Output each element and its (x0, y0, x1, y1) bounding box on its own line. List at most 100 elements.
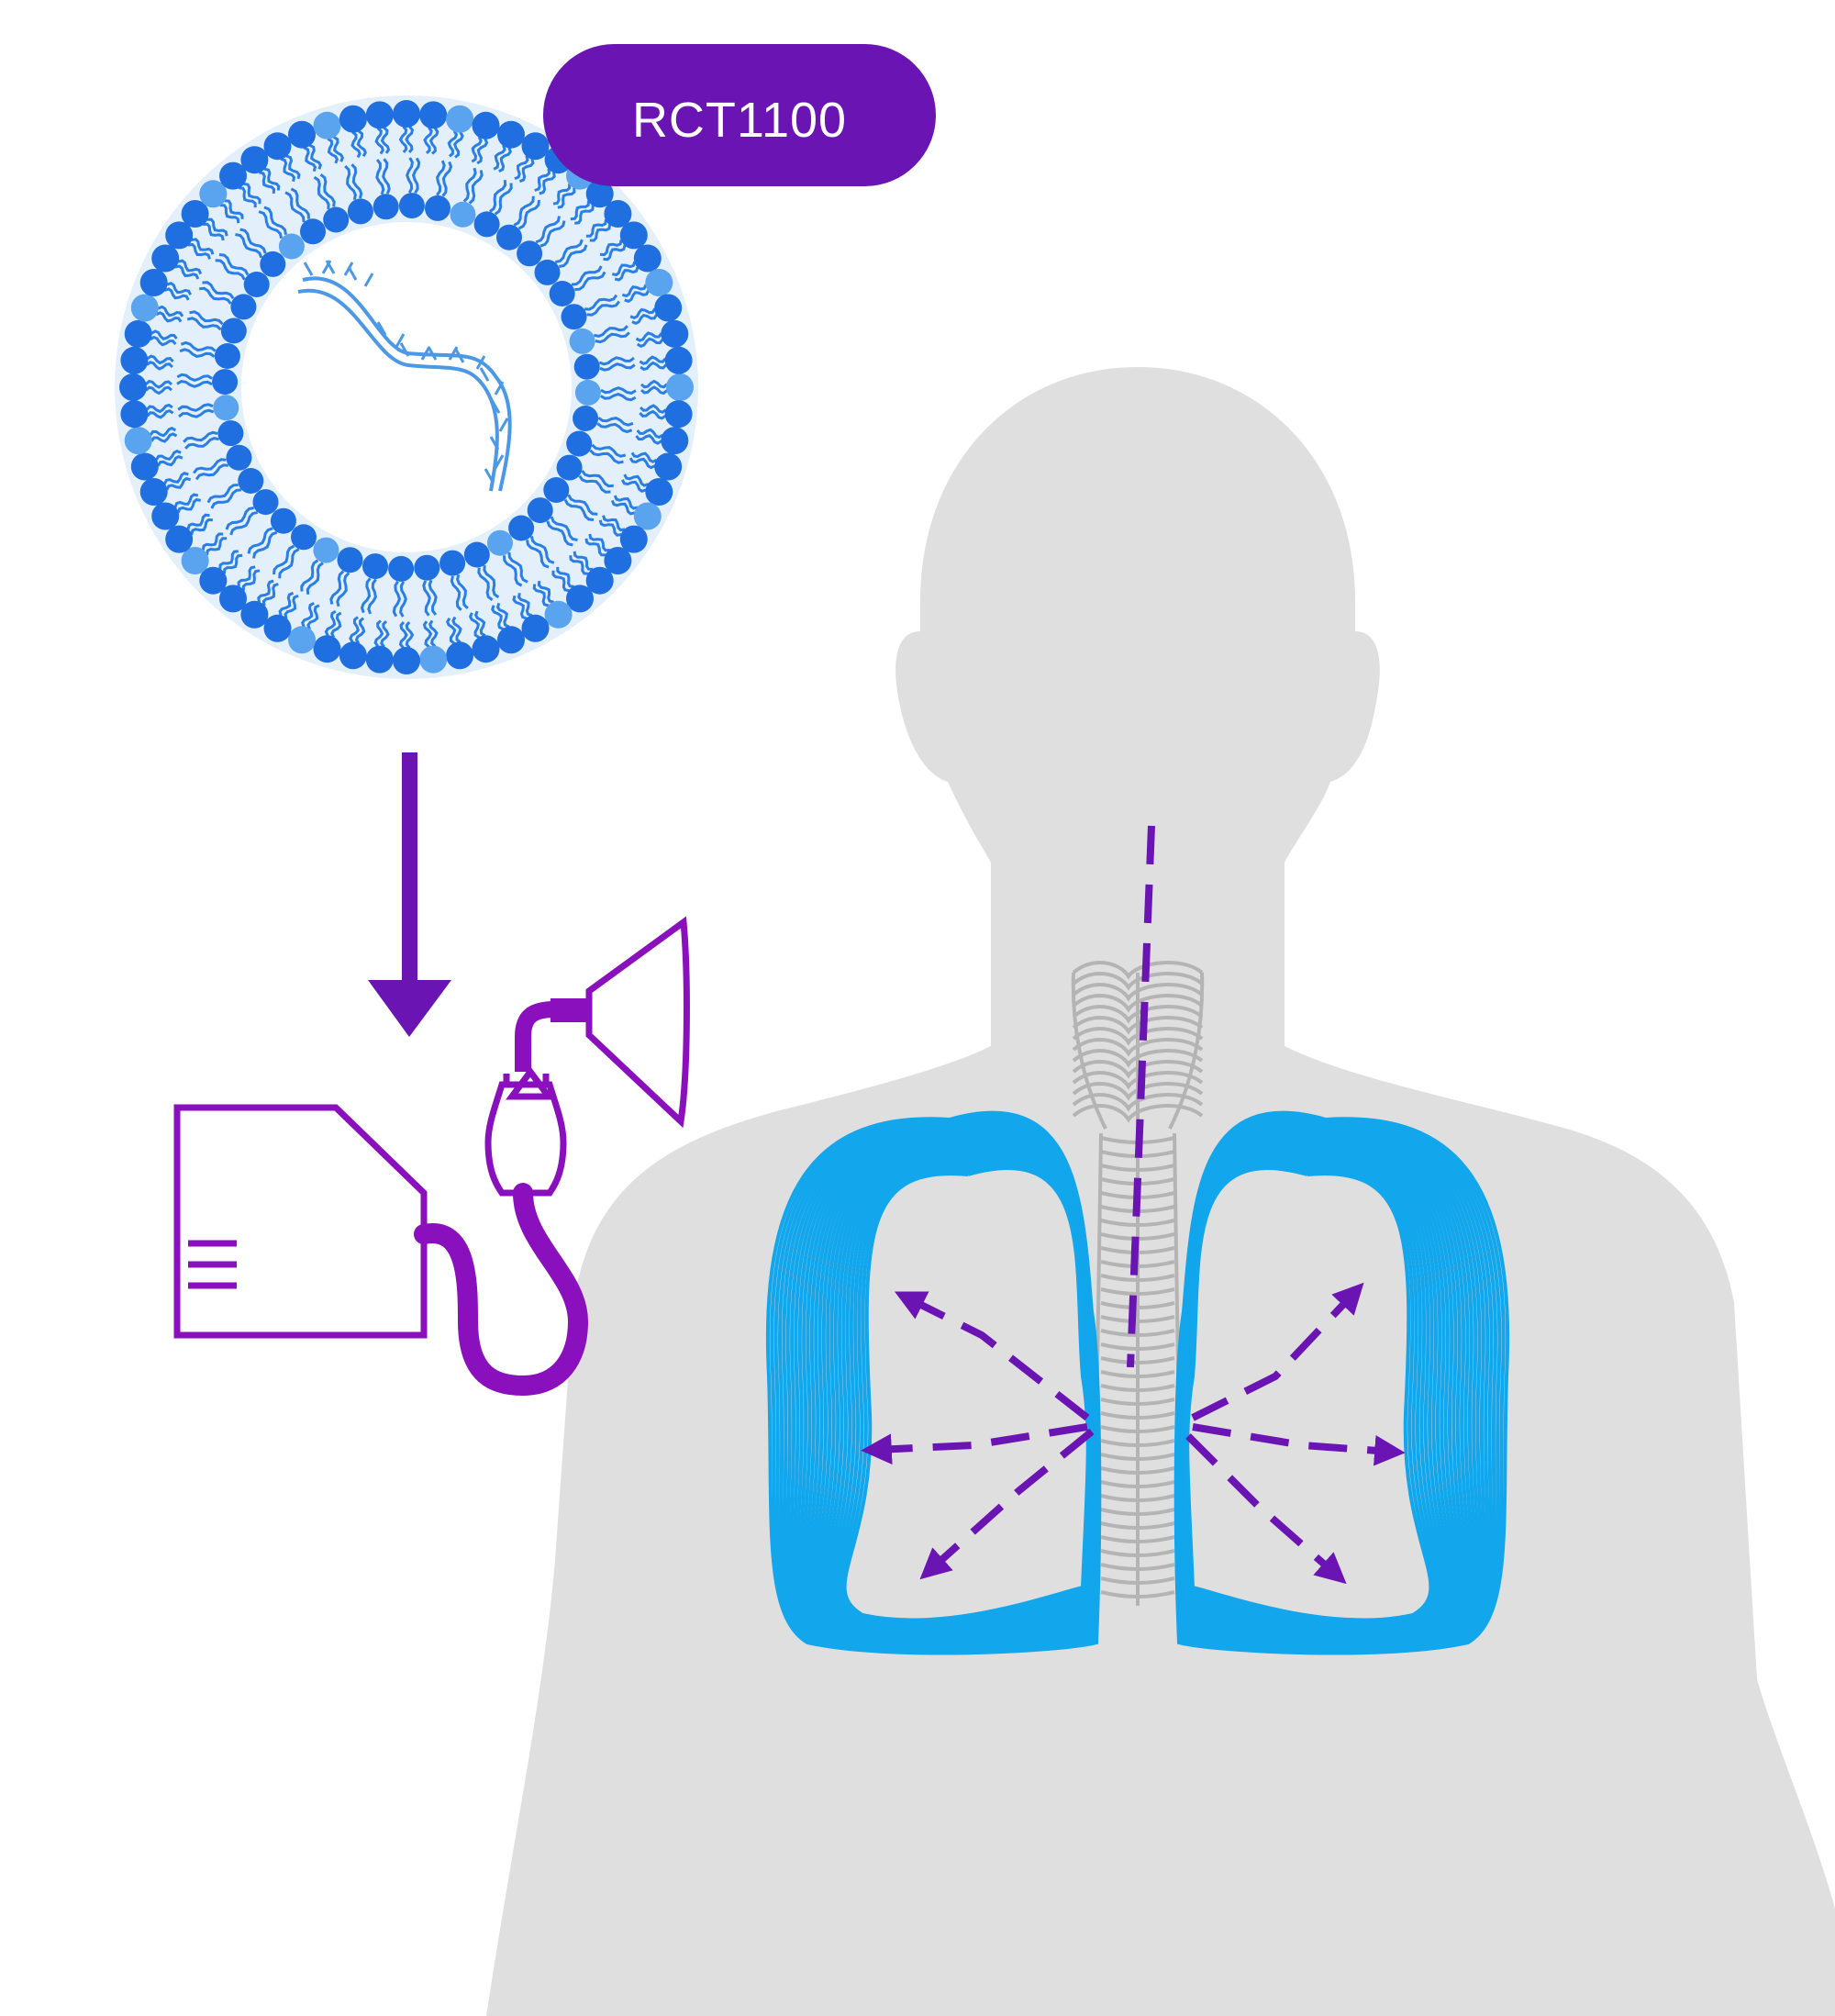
larynx-fold (1072, 1070, 1204, 1090)
lipid-tail (456, 574, 469, 609)
rna-base (347, 266, 358, 281)
lipid-tail (206, 484, 239, 504)
lipid-tail (640, 379, 668, 389)
lipid-tail (639, 404, 667, 414)
lipid-tail (189, 310, 224, 326)
nebulizer-icon (173, 916, 690, 1397)
lipid-tail (145, 385, 172, 395)
lipid-tail (257, 579, 274, 603)
lipid-tail (313, 175, 330, 209)
lipid-tail (252, 530, 278, 559)
lipid-tail (639, 355, 667, 365)
lipid-tail (187, 242, 211, 260)
lipid-tail (202, 281, 235, 300)
lipid-tail (428, 619, 439, 648)
lipid-tail (518, 158, 535, 184)
rna-base (427, 346, 438, 361)
lipid-head (472, 635, 500, 663)
lipid-tail (598, 356, 635, 366)
lipid-head (473, 211, 500, 238)
lipid-head (214, 343, 240, 369)
lipid-tail (570, 200, 590, 221)
lipid-tail (237, 565, 256, 587)
lipid-head (263, 614, 292, 642)
lipid-tail (495, 602, 510, 629)
lipid-tail (157, 305, 184, 317)
lipid-head (119, 373, 147, 401)
lipid-tail (146, 409, 174, 419)
lipid-tail (491, 605, 505, 631)
lipid-tail (629, 307, 657, 320)
lipid-head (240, 600, 269, 629)
rna-base (376, 321, 387, 336)
lipid-tail (628, 457, 656, 470)
lipid-head (534, 259, 561, 285)
lipid-head (450, 201, 476, 228)
lipid-head (270, 507, 296, 534)
lipid-tail (586, 300, 620, 317)
lipid-tail (278, 591, 295, 617)
larynx-outline (1071, 972, 1205, 1130)
lipid-tail (150, 329, 178, 340)
rna-base (489, 436, 500, 451)
lipid-tail (428, 127, 439, 155)
lipid-tail (183, 430, 218, 443)
lipid-head (633, 502, 662, 530)
lipid-head (313, 111, 341, 139)
lipid-tail (441, 161, 453, 197)
lipid-tail (290, 187, 310, 219)
lipid-head (604, 200, 632, 228)
lipid-tail (284, 191, 306, 223)
larynx-fold (1072, 1048, 1204, 1068)
rna-base (454, 349, 465, 363)
lipid-tail (278, 548, 300, 579)
lipid-head (487, 529, 513, 556)
lipid-head (388, 555, 415, 582)
lipid-tail (195, 463, 228, 481)
lipid-head (393, 647, 420, 674)
larynx-fold (1072, 1015, 1204, 1035)
airflow-main (1127, 825, 1155, 1368)
lipid-head (521, 614, 550, 642)
lipid-tail (261, 583, 279, 607)
lipid-tail (422, 620, 433, 648)
lipid-tail (146, 403, 173, 414)
larynx-fold (1072, 1081, 1204, 1101)
lipid-head (569, 328, 595, 354)
lipid-tail (539, 172, 556, 195)
lipid-tail (631, 313, 658, 326)
lipid-head (633, 244, 662, 273)
lipid-tail (155, 311, 183, 323)
lipid-tail (374, 127, 384, 155)
lipid-tail (534, 168, 551, 192)
lipid-head (414, 554, 440, 581)
airflow-right-lower (1185, 1433, 1347, 1585)
lipid-tail (447, 130, 459, 158)
lipid-head (151, 502, 180, 530)
lipid-tail (473, 610, 486, 638)
lipid-tail (350, 163, 363, 199)
lipid-tail (380, 127, 391, 154)
lipid-head (199, 180, 228, 208)
lipid-tail (598, 519, 622, 537)
lipid-tail (589, 449, 624, 464)
lipid-tail (554, 239, 584, 264)
right-lung-icon (1173, 1110, 1510, 1655)
lipid-tail (635, 331, 663, 342)
rna-base (395, 333, 406, 348)
lipid-head (619, 221, 648, 250)
lipid-tail (392, 581, 401, 618)
lipid-head (585, 566, 614, 595)
lipid-tail (468, 170, 484, 205)
lipid-tail (162, 472, 189, 485)
lipid-head (243, 272, 270, 297)
lipid-tail (163, 287, 190, 301)
lipid-tail (636, 337, 664, 348)
lipid-head (556, 454, 583, 481)
lipid-head (566, 430, 593, 457)
lipid-tail (225, 507, 254, 530)
lipid-tail (150, 432, 178, 443)
larynx-fold (1072, 1037, 1204, 1057)
lipid-head (373, 194, 399, 220)
rna-base (325, 260, 336, 274)
